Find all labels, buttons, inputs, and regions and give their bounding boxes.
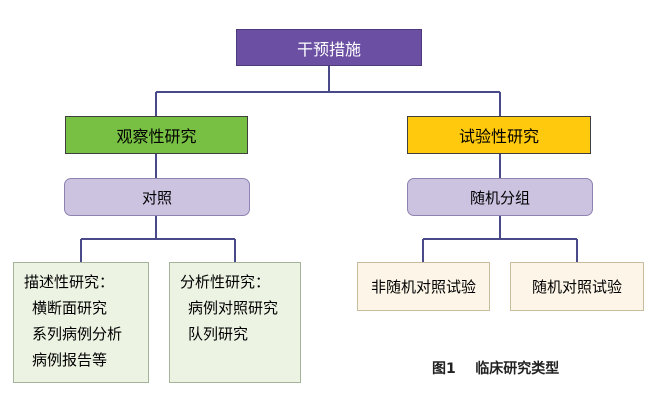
descriptive-study-item: 横断面研究 bbox=[32, 299, 108, 317]
randomization-node: 随机分组 bbox=[407, 178, 593, 216]
analytical-study-item: 队列研究 bbox=[188, 325, 249, 343]
control-node: 对照 bbox=[64, 178, 250, 216]
observational-study-node: 观察性研究 bbox=[65, 116, 248, 154]
non-randomized-trial-node: 非随机对照试验 bbox=[357, 262, 490, 311]
figure-caption: 图1 临床研究类型 bbox=[432, 361, 560, 377]
analytical-study-node: 分析性研究： 病例对照研究 队列研究 bbox=[169, 262, 301, 383]
analytical-study-title: 分析性研究： bbox=[180, 273, 271, 291]
randomization-branch-connector bbox=[422, 216, 578, 262]
analytical-study-item: 病例对照研究 bbox=[188, 299, 279, 317]
descriptive-study-title: 描述性研究： bbox=[24, 273, 115, 291]
descriptive-study-node: 描述性研究： 横断面研究 系列病例分析 病例报告等 bbox=[13, 262, 149, 383]
intervention-node: 干预措施 bbox=[236, 29, 422, 66]
experimental-study-node: 试验性研究 bbox=[407, 116, 591, 154]
descriptive-study-item: 病例报告等 bbox=[32, 351, 108, 369]
control-branch-connector bbox=[80, 216, 236, 262]
randomized-controlled-trial-node: 随机对照试验 bbox=[510, 262, 644, 311]
descriptive-study-item: 系列病例分析 bbox=[32, 325, 123, 343]
root-branch-connector bbox=[155, 66, 501, 116]
